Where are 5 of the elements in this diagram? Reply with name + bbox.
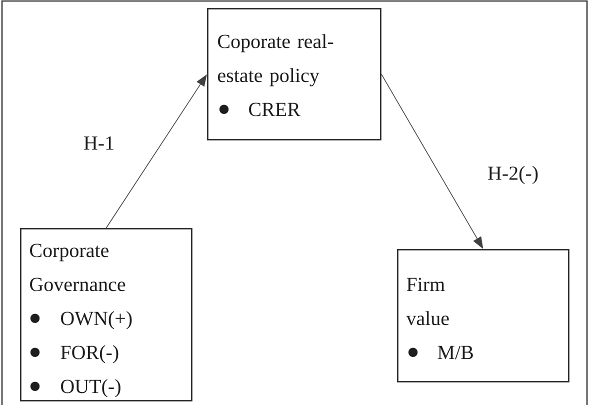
concept-box: Firm value M/B: [397, 249, 570, 382]
edge-label: H-2(-): [488, 166, 538, 184]
edge-label: H-1: [84, 136, 114, 150]
concept-box: Coporate real-estate policy CRER: [207, 8, 382, 140]
concept-box: Corporate Governance OWN(+) FOR(-) OUT(-): [20, 228, 192, 402]
